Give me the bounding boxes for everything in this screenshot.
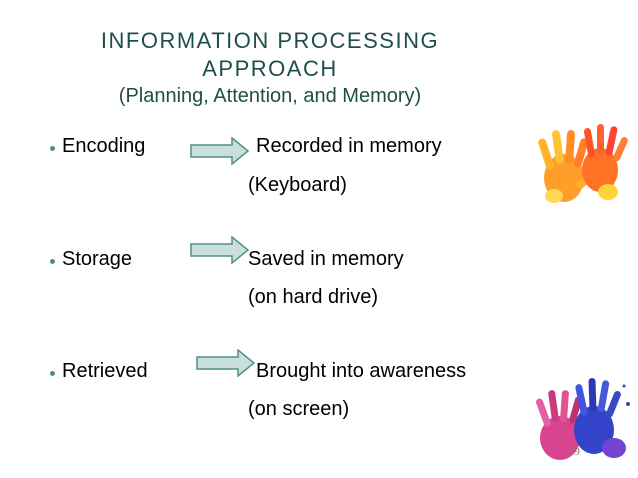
right-arrow-icon <box>190 137 250 165</box>
detail-storage: (on hard drive) <box>248 286 379 308</box>
result-encoding: Recorded in memory <box>256 135 442 157</box>
slide-subtitle: (Planning, Attention, and Memory) <box>118 85 422 107</box>
term-encoding: Encoding <box>62 135 146 157</box>
handprints-bottom-icon <box>536 377 630 460</box>
right-arrow-icon <box>196 349 256 377</box>
detail-retrieved: (on screen) <box>248 398 350 420</box>
bullet-dot-icon <box>50 371 55 376</box>
result-storage: Saved in memory <box>248 248 404 270</box>
handprints-top-icon <box>538 124 628 203</box>
term-storage: Storage <box>62 248 133 270</box>
bullet-dot-icon <box>50 259 55 264</box>
slide-title-line-1: INFORMATION PROCESSING <box>100 28 440 53</box>
slide-title-line-2: APPROACH <box>202 56 338 81</box>
bullet-dot-icon <box>50 146 55 151</box>
right-arrow-icon <box>190 236 250 264</box>
term-retrieved: Retrieved <box>62 360 148 382</box>
detail-encoding: (Keyboard) <box>248 174 347 196</box>
result-retrieved: Brought into awareness <box>256 360 467 382</box>
page-number: 19 <box>568 444 580 458</box>
